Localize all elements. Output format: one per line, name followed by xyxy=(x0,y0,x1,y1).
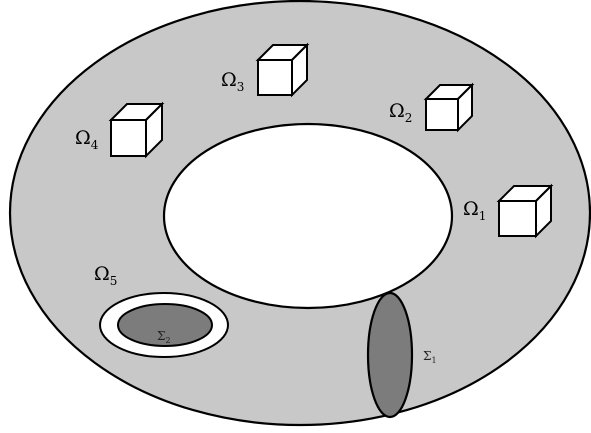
label-omega-5: Ω5 xyxy=(94,263,117,288)
label-omega-2: Ω2 xyxy=(389,100,412,125)
label-sigma-2: Σ2 xyxy=(157,329,171,345)
annulus-inner-hole xyxy=(162,122,454,310)
cube-omega-4 xyxy=(108,101,165,159)
sigma-2-surface xyxy=(117,303,213,347)
label-omega-4: Ω4 xyxy=(75,127,99,152)
label-sigma-1: Σ1 xyxy=(423,349,437,365)
label-omega-1: Ω1 xyxy=(463,198,486,223)
cube-omega-1 xyxy=(496,183,554,239)
sigma-1-surface xyxy=(366,291,414,419)
cube-omega-2 xyxy=(423,82,475,133)
label-omega-3: Ω3 xyxy=(221,69,244,94)
cube-omega-3 xyxy=(255,42,310,98)
